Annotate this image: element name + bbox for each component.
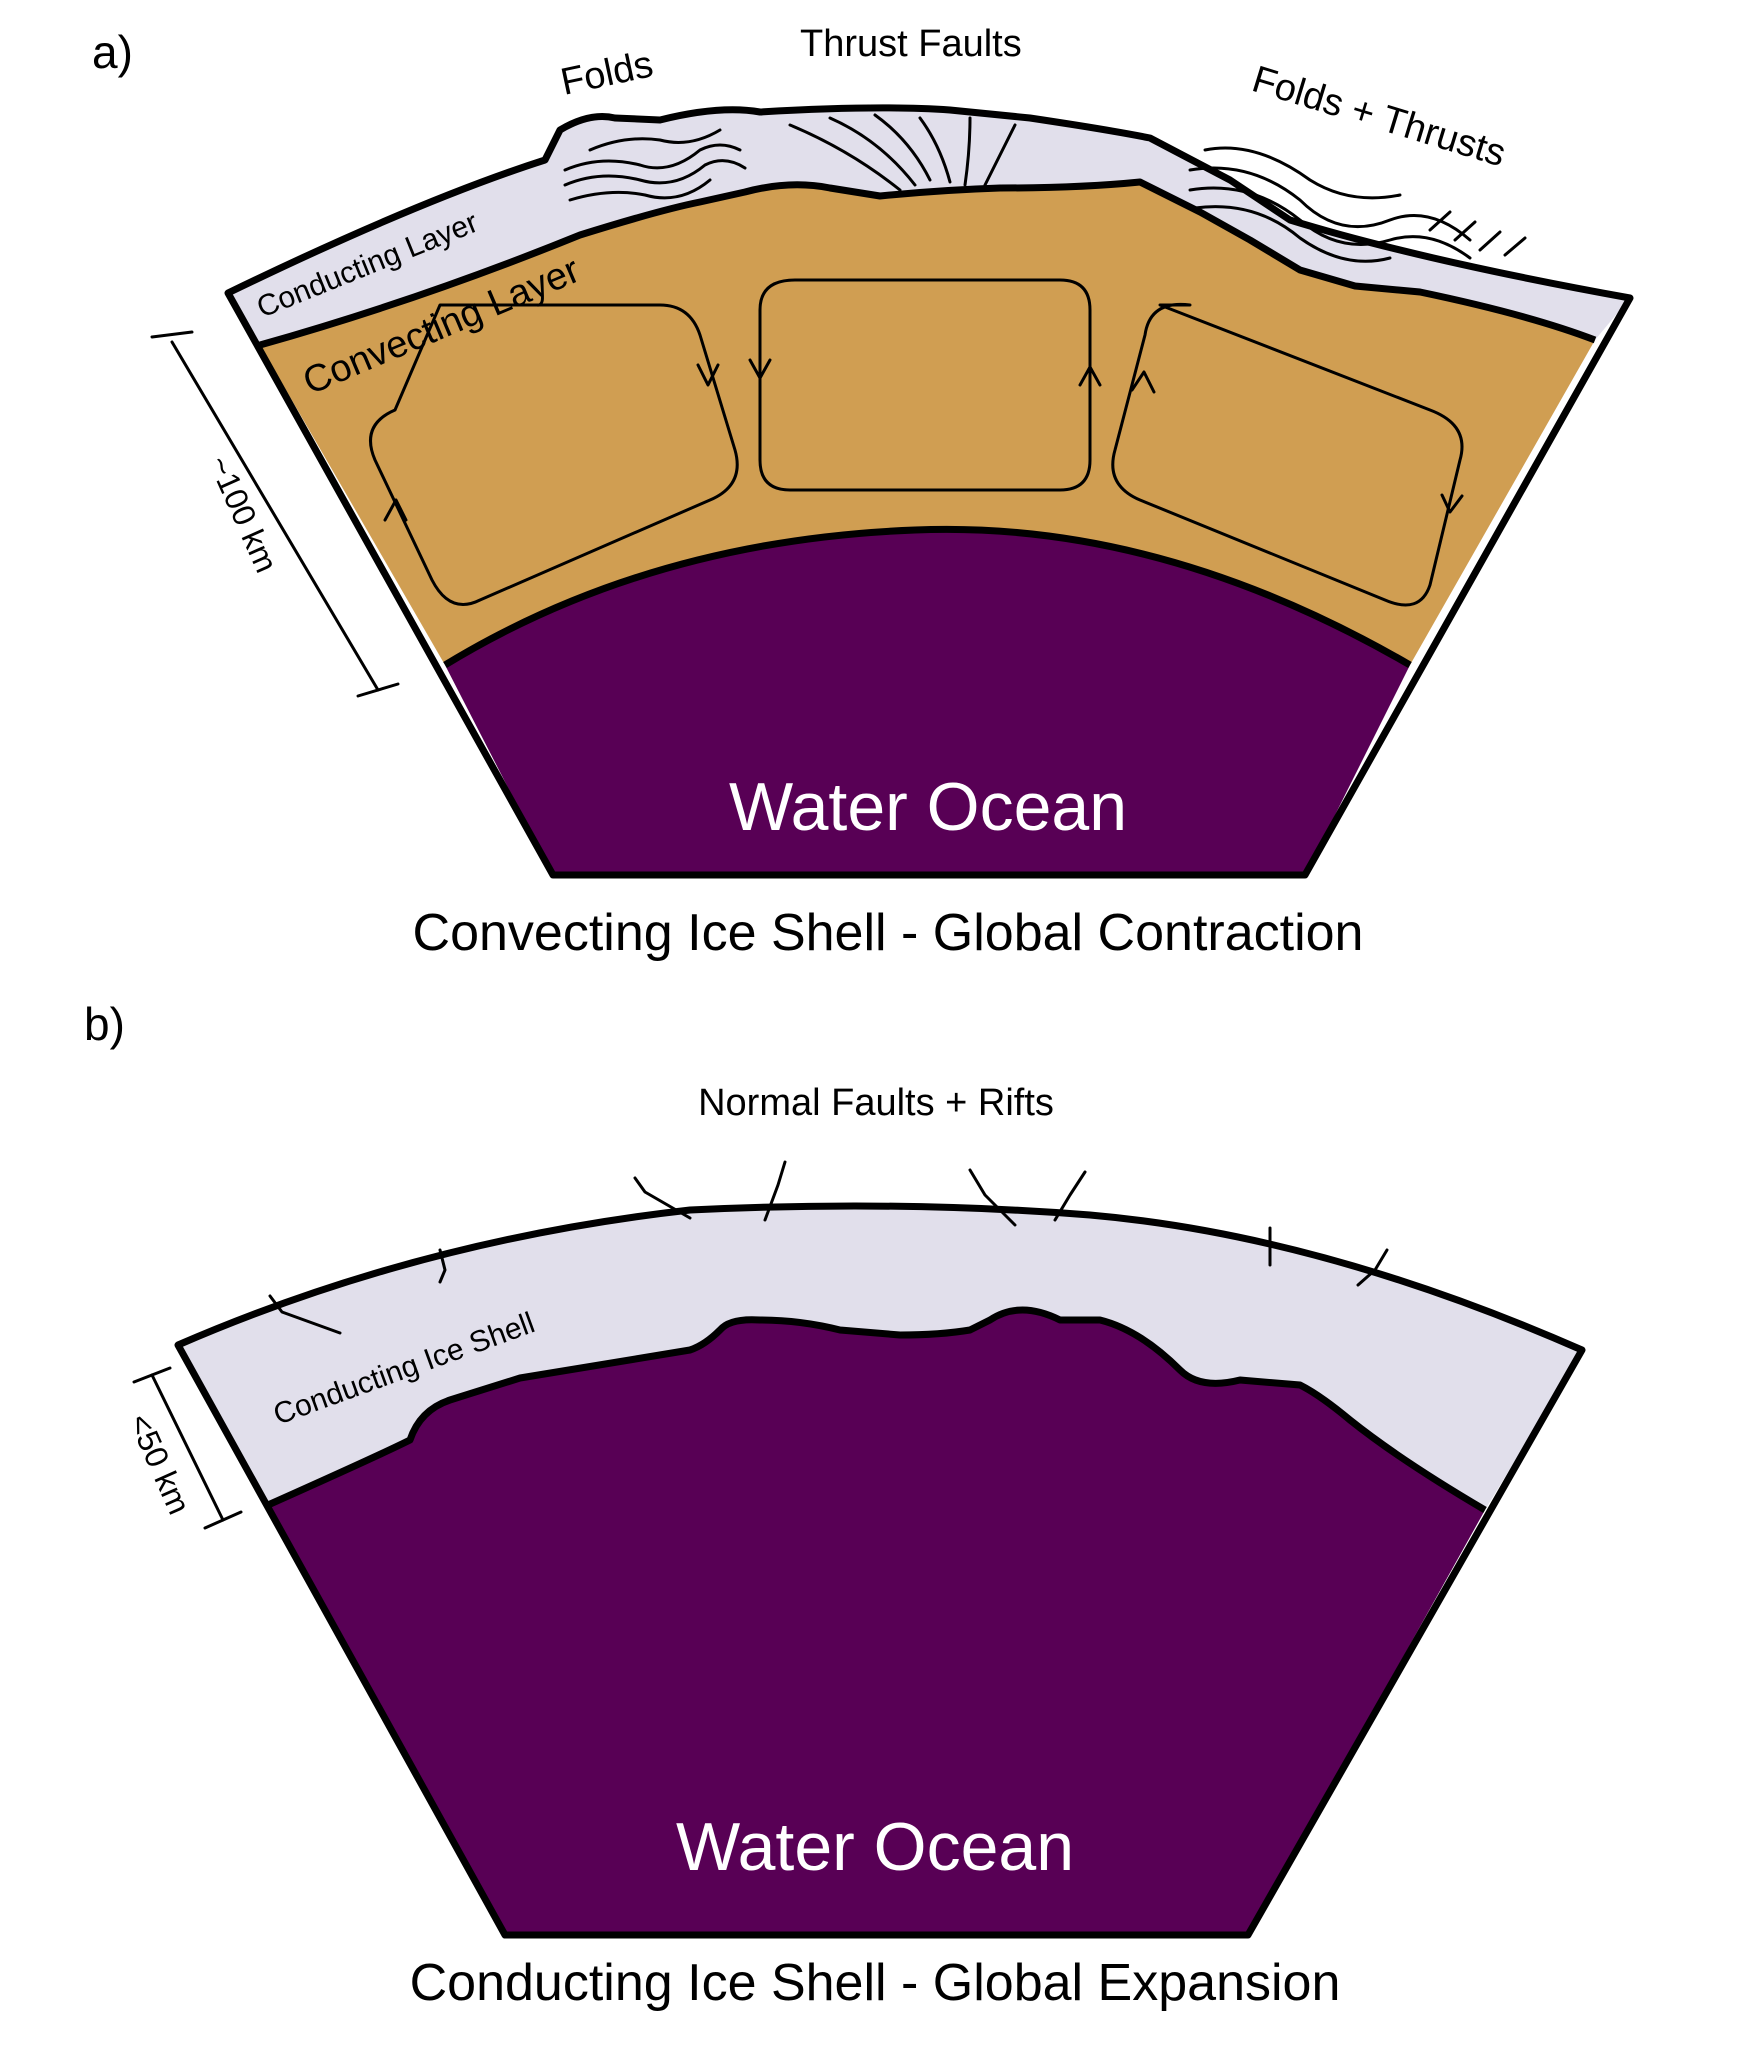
panel-a-ocean: [445, 529, 1410, 875]
arrow-icon: [748, 358, 772, 380]
panel-b-letter: b): [84, 998, 125, 1050]
water-ocean-label-a: Water Ocean: [729, 769, 1127, 845]
panel-a-thrust-fault-lines: [788, 113, 1017, 192]
normal-faults-rifts-label: Normal Faults + Rifts: [698, 1082, 1054, 1124]
panel-a-conducting-boundary: [259, 178, 1597, 349]
panel-a-convecting-layer: [260, 182, 1595, 665]
arrow-icon: [383, 498, 408, 522]
panel-b: b) Normal Faults + Rifts Conducting Ice …: [84, 998, 1586, 2012]
panel-b-ocean: [268, 1310, 1485, 1935]
arrow-icon: [1130, 370, 1156, 394]
thrust-faults-label: Thrust Faults: [800, 23, 1022, 65]
arrow-icon: [1440, 493, 1464, 514]
panel-a-fold-thrust-lines-right: [1188, 146, 1527, 263]
panel-b-conducting-shell: [178, 1206, 1582, 1510]
convection-cell-center: [758, 278, 1092, 492]
panel-a-scale-bar: [150, 330, 400, 698]
panel-a: a): [92, 23, 1634, 962]
panel-a-letter: a): [92, 26, 133, 78]
scale-label-b: <50 km: [122, 1408, 198, 1519]
panel-b-scale-bar: [132, 1366, 243, 1530]
panel-a-ocean-boundary: [443, 525, 1412, 669]
caption-a: Convecting Ice Shell - Global Contractio…: [413, 904, 1364, 962]
panel-a-fold-lines-left: [563, 128, 747, 202]
folds-label: Folds: [557, 43, 657, 103]
convection-cell-left: [369, 303, 739, 606]
panel-b-normal-fault-lines: [268, 1160, 1389, 1335]
water-ocean-label-b: Water Ocean: [676, 1809, 1074, 1885]
arrow-icon: [1078, 365, 1102, 387]
panel-a-convection-cells: [369, 278, 1464, 607]
convection-cell-right: [1111, 302, 1464, 607]
folds-thrusts-label: Folds + Thrusts: [1247, 58, 1510, 175]
caption-b: Conducting Ice Shell - Global Expansion: [410, 1954, 1341, 2012]
panel-b-ocean-boundary: [266, 1306, 1487, 1514]
arrow-icon: [696, 363, 720, 387]
panel-b-outline: [174, 1202, 1586, 1939]
